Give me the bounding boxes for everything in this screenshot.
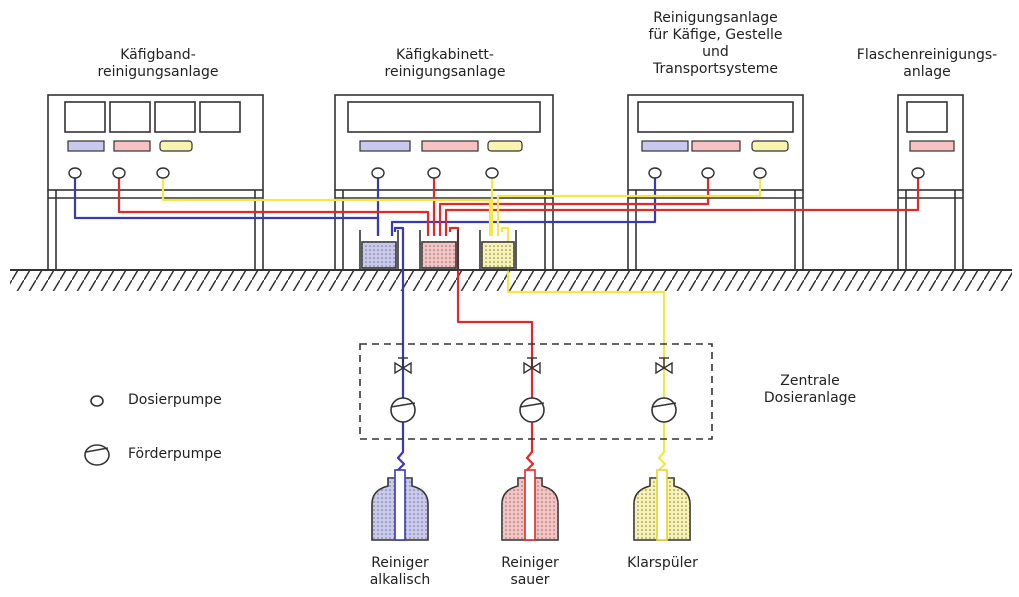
dosing-pump-icon: [753, 167, 767, 179]
machine-label-cage-belt: Käfigband- reinigungsanlage: [97, 47, 219, 80]
dosing-panel-red: [113, 140, 151, 152]
dosing-pump-icon: [701, 167, 715, 179]
dosing-panel-blue: [641, 140, 689, 152]
valves: [394, 357, 673, 375]
machine-label-rack-washer: Reinigungsanlage für Käfige, Gestelle un…: [648, 10, 783, 77]
dosing-pump-icon: [112, 167, 126, 179]
dosing-pump-icon: [156, 167, 170, 179]
pipe-acidic: [117, 176, 920, 540]
dosing-pump-icon: [68, 167, 82, 179]
container-label-alkaline: Reiniger alkalisch: [369, 555, 431, 588]
legend-label-feed-pump: Förderpumpe: [128, 446, 222, 462]
dosing-panel-yellow: [159, 140, 193, 152]
valve-icon: [523, 357, 541, 375]
container-acidic: [501, 469, 559, 541]
feed-pump-icon: [390, 397, 416, 423]
dosing-pump-icon: [648, 167, 662, 179]
buffer-tanks: [359, 230, 517, 271]
pipe-alkaline: [73, 176, 657, 540]
floor: [10, 269, 1012, 291]
dosing-pump-icon: [371, 167, 385, 179]
dosing-pump-icon: [90, 395, 104, 407]
machine-bottle-washer: [897, 94, 964, 270]
dosing-pump-icon: [485, 167, 499, 179]
central-unit-label: Zentrale Dosieranlage: [763, 373, 857, 406]
container-label-rinse: Klarspüler: [627, 555, 698, 571]
valve-icon: [655, 357, 673, 375]
feed-pump-icon: [651, 397, 677, 423]
dosing-pump-icon: [427, 167, 441, 179]
container-alkaline: [371, 469, 429, 541]
machine-cage-belt: [47, 94, 264, 270]
legend-symbols: [84, 395, 110, 466]
feed-pumps: [390, 397, 677, 423]
machine-label-cage-cabinet: Käfigkabinett- reinigungsanlage: [384, 47, 506, 80]
dosing-pumps: [68, 167, 925, 179]
dosing-panel-blue: [67, 140, 105, 152]
machine-label-bottle-washer: Flaschenreinigungs- anlage: [856, 47, 998, 80]
container-label-acidic: Reiniger sauer: [501, 555, 559, 588]
legend-label-dosing-pump: Dosierpumpe: [128, 392, 222, 408]
valve-icon: [394, 357, 412, 375]
dosing-panel-red: [691, 140, 741, 152]
feed-pump-icon: [519, 397, 545, 423]
dosing-pump-icon: [911, 167, 925, 179]
dosing-panel-red: [421, 140, 479, 152]
dosing-panel-yellow: [751, 140, 789, 152]
feed-pump-icon: [84, 444, 110, 466]
central-dosing-unit-frame: [359, 343, 713, 440]
dosing-panel-blue: [359, 140, 411, 152]
dosing-panel-yellow: [487, 140, 523, 152]
dosing-panel-red: [909, 140, 955, 152]
container-rinse: [633, 469, 691, 541]
